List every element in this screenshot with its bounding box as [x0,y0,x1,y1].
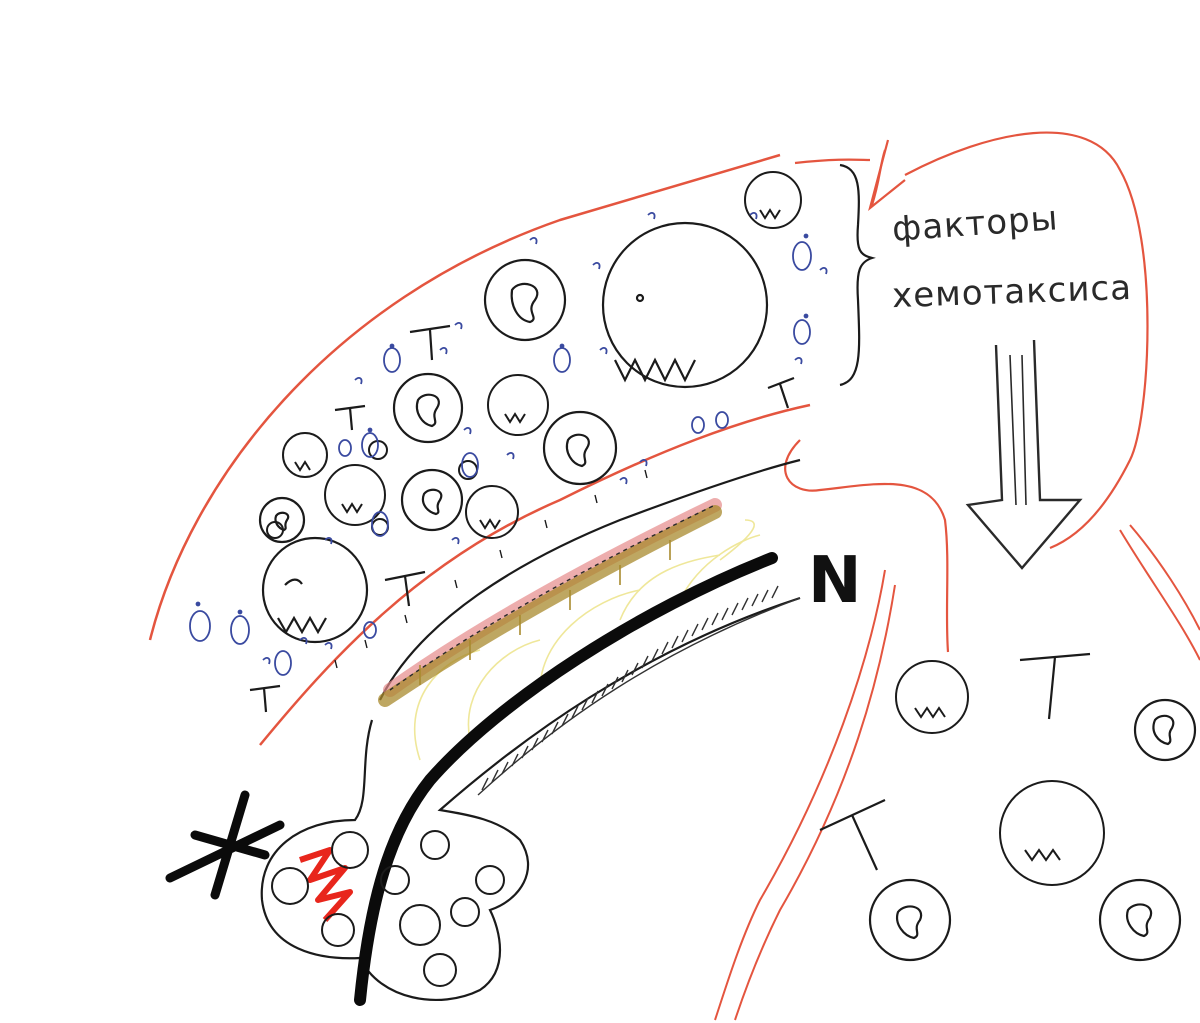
tissue-red-line-2 [734,584,896,1021]
endothelial-marks [334,469,648,669]
tissue-red-line-4 [1129,524,1200,631]
lymphocyte-cells [282,171,1105,886]
feedback-arrow-head [868,139,906,211]
vessel-top-right-wall [794,158,871,165]
neutrophil-cells [258,258,1197,962]
macrophage-cell [261,536,369,644]
tissue-red-line-3 [1119,529,1200,661]
tissue-red-line-1 [714,569,886,1021]
tissue-outline [260,458,801,1001]
brace [839,163,876,387]
cut-x-mark [165,790,285,900]
macrophage-cell [601,221,769,389]
nerve-label: N [808,544,863,618]
vessel-exit-wall [784,439,950,653]
fibrin-band [378,498,722,707]
platelets [249,324,1091,871]
down-arrow [965,339,1083,570]
chemotaxis-feedback-curve [870,131,1149,550]
down-arrow-shaft-inner [1009,354,1027,506]
vessel-upper-wall [148,153,781,641]
bulb-cells [271,830,505,987]
hatched-layer [477,585,801,796]
nerve-fiber [354,552,778,1006]
plasma-particles [189,212,828,676]
vessel-lower-wall [259,403,811,746]
chemotaxis-factors-label-line2: хемотаксиса [891,267,1133,317]
